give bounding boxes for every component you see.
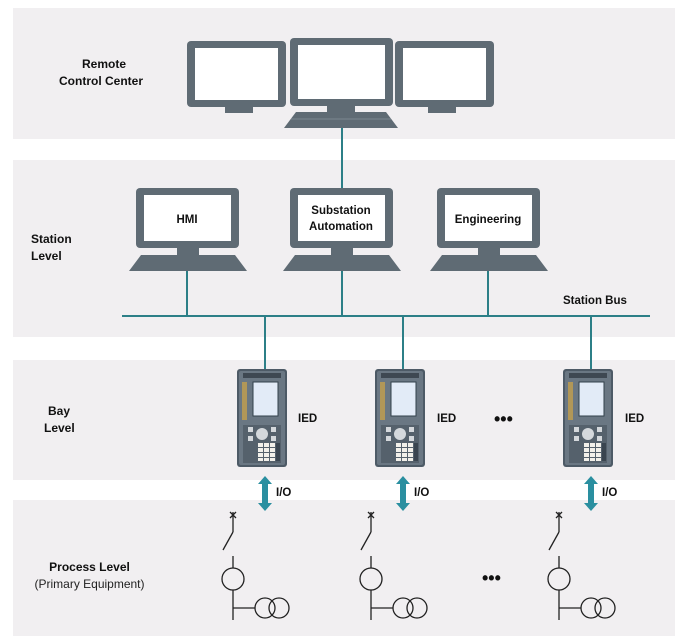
process-ellipsis: •••	[482, 568, 501, 588]
engineering-terminal	[430, 188, 548, 271]
remote-level-line1: Remote	[81, 57, 126, 71]
hmi-terminal	[129, 188, 247, 271]
remote-level-line2: Control Center	[59, 74, 143, 88]
io-arrow-1	[258, 476, 272, 511]
remote-monitor-left	[187, 41, 286, 113]
io-label-3: I/O	[602, 487, 617, 499]
primary-equipment-3	[547, 511, 616, 621]
io-arrow-3	[584, 476, 598, 511]
substation-automation-terminal	[283, 188, 401, 271]
station-level-line2: Level	[31, 249, 62, 263]
process-level-band	[13, 500, 675, 636]
ied-device-2	[374, 368, 426, 468]
remote-monitor-right	[395, 41, 494, 113]
ied-device-3	[562, 368, 614, 468]
bay-level-line2: Level	[44, 421, 75, 435]
process-level-line1: Process Level	[49, 560, 130, 574]
ied-label-3: IED	[625, 413, 644, 425]
bay-ellipsis: •••	[494, 409, 513, 429]
remote-monitor-center	[290, 38, 393, 112]
process-level-label: Process Level (Primary Equipment)	[22, 559, 157, 593]
remote-keyboard	[284, 112, 398, 128]
substation-automation-label-line1: Substation	[311, 205, 370, 217]
station-level-line1: Station	[31, 232, 72, 246]
io-arrow-2	[396, 476, 410, 511]
remote-level-label: Remote Control Center	[59, 56, 144, 90]
io-label-1: I/O	[276, 487, 291, 499]
ied-device-1	[236, 368, 288, 468]
bay-level-line1: Bay	[47, 404, 70, 418]
process-level-line2: (Primary Equipment)	[34, 577, 145, 591]
substation-automation-label-line2: Automation	[309, 221, 373, 233]
primary-equipment-2	[359, 511, 428, 621]
engineering-label: Engineering	[455, 214, 521, 226]
ied-label-1: IED	[298, 413, 317, 425]
station-bus-label: Station Bus	[563, 295, 627, 307]
io-label-2: I/O	[414, 487, 429, 499]
ied-label-2: IED	[437, 413, 456, 425]
primary-equipment-1	[221, 511, 290, 621]
station-level-label: Station Level	[31, 231, 72, 265]
hmi-label: HMI	[176, 214, 197, 226]
bay-level-label: Bay Level	[44, 403, 75, 437]
